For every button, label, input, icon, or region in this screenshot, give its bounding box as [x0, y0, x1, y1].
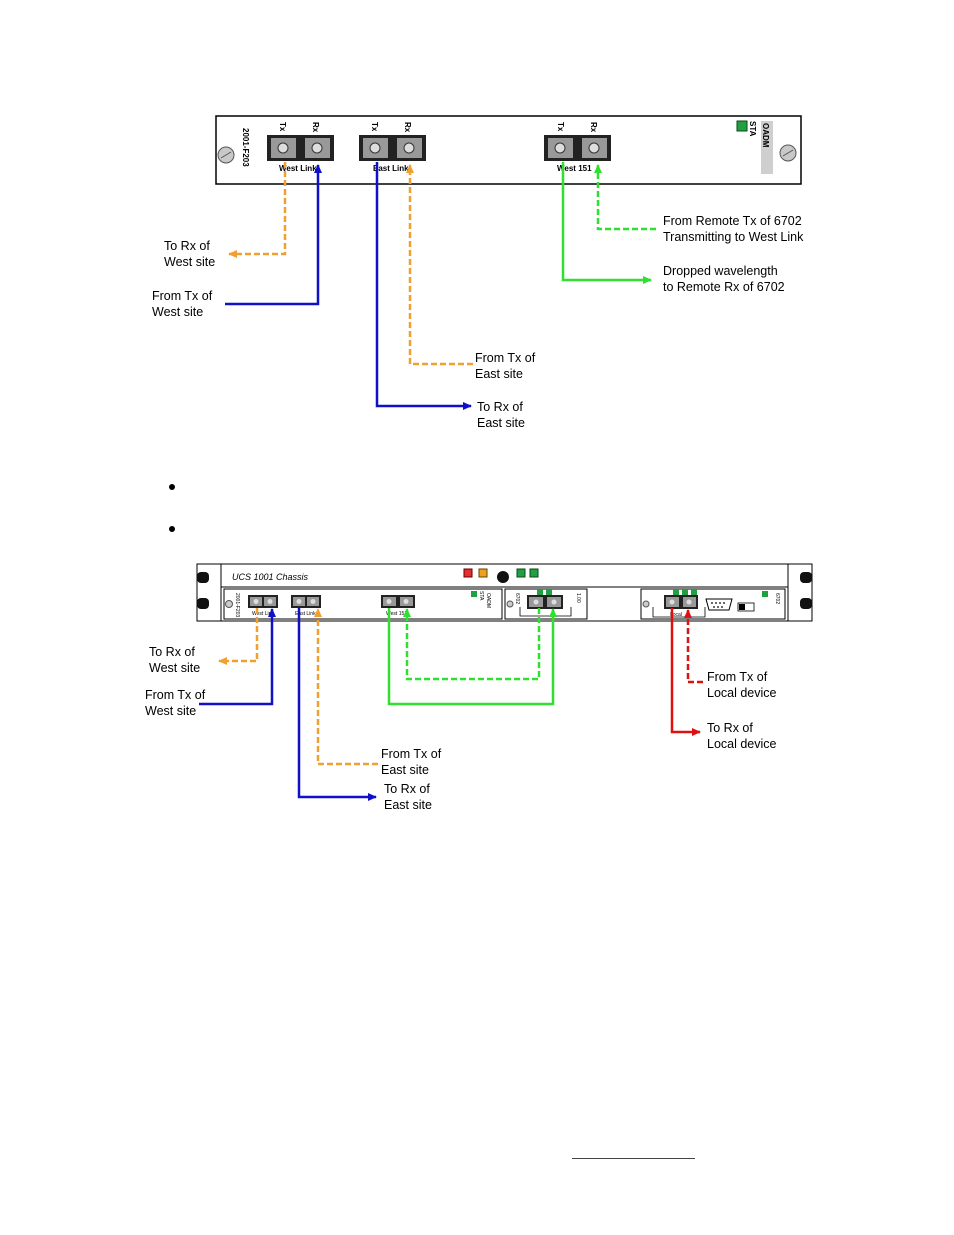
- card-from-remote-tx-arrow: [594, 164, 656, 231]
- chassis-card1-sta: STA: [478, 591, 484, 601]
- card-dropped-line1: Dropped wavelength: [663, 264, 778, 278]
- chassis-from-tx-east-line2: East site: [381, 763, 429, 777]
- sta-led: [736, 120, 748, 132]
- west-link-port-pair: [267, 135, 334, 161]
- chassis-from-tx-local-arrow: [684, 609, 703, 684]
- chassis-card1-east-label: East Link: [295, 611, 316, 617]
- chassis-card3-ports: [664, 595, 698, 609]
- chassis-card2-part: 6702: [514, 593, 520, 604]
- east-link-label: East Link: [373, 164, 409, 173]
- chassis-led-red: [463, 568, 473, 578]
- west-link-label: West Link: [279, 164, 317, 173]
- chassis-card2-led-2: [546, 589, 552, 595]
- west-rx-label: Rx: [311, 122, 320, 133]
- sta-label: STA: [748, 121, 757, 137]
- card-from-tx-east-line2: East site: [475, 367, 523, 381]
- chassis-card3-led-2: [682, 589, 688, 595]
- chassis-card1-west151-ports: [381, 595, 415, 608]
- chassis-card3-part: 6702: [774, 593, 780, 604]
- serial-connector-icon: [705, 598, 733, 611]
- chassis-to-rx-east-line2: East site: [384, 798, 432, 812]
- chassis-from-tx-west-line1: From Tx of: [145, 688, 206, 702]
- west-151-port-pair: [544, 135, 611, 161]
- chassis-card2-screw-icon: [506, 600, 514, 608]
- chassis-to-rx-local-line2: Local device: [707, 737, 777, 751]
- chassis-to-rx-east-line1: To Rx of: [384, 782, 430, 796]
- bullet-point-1: [169, 484, 175, 490]
- dip-switch-icon: [737, 602, 755, 612]
- chassis-to-rx-east-arrow: [297, 608, 377, 801]
- chassis-from-tx-west-arrow: [199, 608, 276, 706]
- chassis-from-tx-east-line1: From Tx of: [381, 747, 442, 761]
- card-to-rx-west-line1: To Rx of: [164, 239, 210, 253]
- west-151-label: West 151: [557, 164, 592, 173]
- chassis-card3-screw-icon: [642, 600, 650, 608]
- chassis-to-rx-local-line1: To Rx of: [707, 721, 753, 735]
- east-tx-label: Tx: [370, 122, 379, 132]
- card-from-remote-line2: Transmitting to West Link: [663, 230, 804, 244]
- east-link-port-pair: [359, 135, 426, 161]
- card-to-rx-east-arrow: [375, 162, 472, 410]
- chassis-to-rx-west-line2: West site: [149, 661, 200, 675]
- footer-divider: [572, 1158, 695, 1159]
- chassis-card2-led-1: [537, 589, 543, 595]
- card-from-tx-east-line1: From Tx of: [475, 351, 536, 365]
- chassis-card3-led-3: [691, 589, 697, 595]
- card-to-rx-west-line2: West site: [164, 255, 215, 269]
- west151-rx-label: Rx: [589, 122, 598, 133]
- chassis-to-rx-local-arrow: [670, 608, 701, 736]
- oadm-label: OADM: [761, 123, 770, 148]
- card-part-label: 2001-F203: [241, 128, 250, 167]
- chassis-led-yellow: [478, 568, 488, 578]
- chassis-card3-sta-led: [762, 591, 768, 597]
- chassis-card1-east-ports: [291, 595, 321, 608]
- chassis-card3-led-1: [673, 589, 679, 595]
- chassis-from-tx-east-arrow: [314, 608, 378, 766]
- card-from-tx-west-arrow: [225, 164, 322, 306]
- chassis-card1-west-ports: [248, 595, 278, 608]
- chassis-card1-screw-icon: [225, 600, 233, 608]
- chassis-led-green-1: [516, 568, 526, 578]
- chassis-card1-west-label: West Link: [252, 611, 274, 617]
- card-from-tx-west-line1: From Tx of: [152, 289, 213, 303]
- card-dropped-line2: to Remote Rx of 6702: [663, 280, 785, 294]
- chassis-card1-oadm: OADM: [485, 593, 491, 608]
- bullet-point-2: [169, 526, 175, 532]
- ucs-chassis: UCS 1001 Chassis 2001-F203 West Link Eas…: [196, 563, 813, 622]
- card-from-remote-line1: From Remote Tx of 6702: [663, 214, 802, 228]
- card-to-rx-east-line2: East site: [477, 416, 525, 430]
- chassis-card2-ver: 1.00: [575, 593, 581, 603]
- card-from-tx-west-line2: West site: [152, 305, 203, 319]
- oadm-card: 2001-F203 Tx Rx West Link Tx Rx East Lin…: [215, 115, 802, 185]
- chassis-led-green-2: [529, 568, 539, 578]
- chassis-from-tx-local-line1: From Tx of: [707, 670, 768, 684]
- chassis-card1-part: 2001-F203: [234, 593, 240, 617]
- right-thumbscrew-icon: [779, 144, 797, 162]
- card-from-tx-east-arrow: [406, 164, 473, 366]
- chassis-to-rx-west-line1: To Rx of: [149, 645, 195, 659]
- chassis-green-solid-arrow: [387, 608, 557, 706]
- chassis-card2-ports: [527, 595, 563, 609]
- east-rx-label: Rx: [403, 122, 412, 133]
- chassis-card1-sta-led: [471, 591, 477, 597]
- card-dropped-wavelength-arrow: [561, 162, 652, 284]
- chassis-from-tx-west-line2: West site: [145, 704, 196, 718]
- chassis-card1-west151-label: West 151: [386, 611, 407, 617]
- west-tx-label: Tx: [278, 122, 287, 132]
- chassis-title: UCS 1001 Chassis: [232, 572, 309, 582]
- card-to-rx-west-arrow: [228, 162, 287, 258]
- chassis-power-button: [497, 571, 509, 583]
- chassis-from-tx-local-line2: Local device: [707, 686, 777, 700]
- card-to-rx-east-line1: To Rx of: [477, 400, 523, 414]
- left-thumbscrew-icon: [217, 146, 235, 164]
- chassis-card3-tag: Local: [670, 612, 682, 618]
- west151-tx-label: Tx: [556, 122, 565, 132]
- chassis-green-dashed-arrow: [403, 608, 541, 681]
